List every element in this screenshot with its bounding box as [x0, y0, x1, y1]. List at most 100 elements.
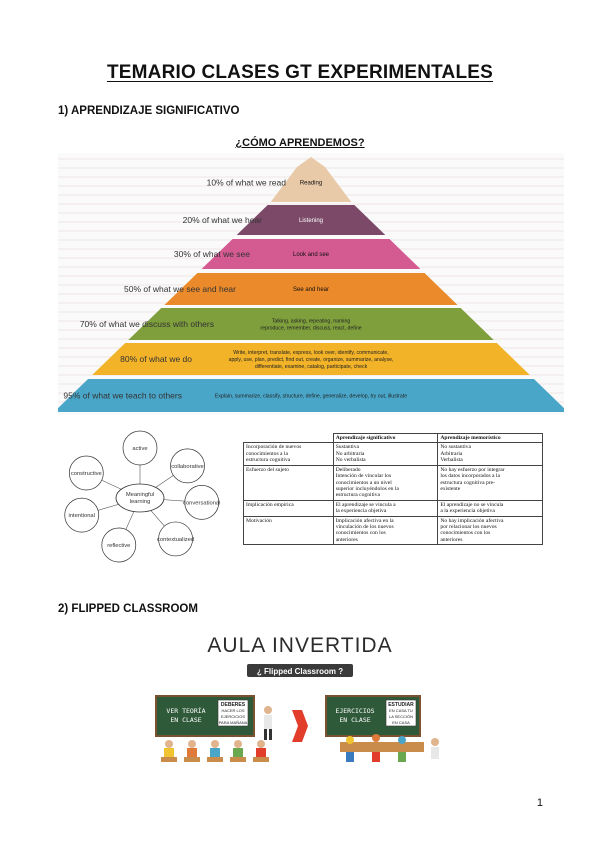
mindmap-center-line2: learning: [130, 499, 151, 505]
pyramid-band-label: Write, interpret, translate, express, lo…: [233, 350, 389, 356]
mindmap-node-label: collaborative: [171, 464, 204, 470]
table-cell-criterion: Motivación: [243, 515, 334, 546]
pyramid-band-1: [270, 157, 352, 202]
mindmap-node-label: reflective: [107, 543, 130, 549]
pyramid-band-label: Explain, summarize, classify, structure,…: [215, 394, 407, 400]
table-header-row: Aprendizaje significativo Aprendizaje me…: [243, 432, 543, 444]
pyramid-level-2: 20% of what we hear Listening: [183, 205, 386, 235]
pyramid-band-label: Listening: [299, 218, 323, 224]
section-heading-aprendizaje-significativo: 1) APRENDIZAJE SIGNIFICATIVO: [58, 105, 240, 117]
pyramid-band-2: [236, 205, 386, 235]
aula-invertida-graphic: AULA INVERTIDA ¿ Flipped Classroom ? VER…: [155, 634, 439, 762]
note-line: ESTUDIAR: [388, 702, 414, 708]
mindmap-center-line1: Meaningful: [126, 492, 154, 498]
pyramid-band-label: apply, use, plan, predict, find out, cre…: [229, 357, 394, 363]
note-line: HACER LOS: [221, 708, 244, 713]
subtitle-banner: [247, 664, 353, 677]
pyramid-title: ¿CÓMO APRENDEMOS?: [235, 137, 365, 149]
pyramid-percent-label: 30% of what we see: [174, 249, 250, 259]
blackboard-left-line2: EN CLASE: [170, 716, 201, 724]
mindmap-node-label: conversational: [183, 500, 220, 506]
pyramid-percent-label: 10% of what we read: [207, 178, 287, 188]
blackboard-right-line1: EJERCICIOS: [335, 707, 374, 715]
mindmap-node-contextualized: contextualized: [157, 521, 194, 557]
pyramid-band-label: Reading: [300, 181, 322, 187]
mindmap-node-label: contextualized: [157, 537, 194, 543]
mindmap-node-constructive: constructive: [68, 455, 104, 491]
pyramid-band-5: [128, 308, 494, 340]
note-line: PARA MAÑANA: [219, 720, 248, 725]
students-left: [161, 740, 269, 762]
mindmap-node-collaborative: collaborative: [170, 448, 205, 484]
pyramid-band-7: [58, 379, 564, 412]
students-right: [340, 734, 424, 762]
pyramid-percent-label: 70% of what we discuss with others: [80, 319, 214, 329]
pyramid-level-7: 95% of what we teach to others Explain, s…: [58, 379, 564, 412]
blackboard-left-line1: VER TEORÍA: [166, 706, 205, 715]
meaningful-learning-mindmap: active collaborative conversational context…: [64, 430, 220, 563]
note-line: DEBERES: [221, 702, 246, 708]
pyramid-band-label: Look and see: [293, 252, 330, 258]
note-line: EN CASA TU: [389, 708, 413, 713]
pyramid-band-label: Talking, asking, repeating, naming: [272, 318, 351, 324]
pyramid-level-3: 30% of what we see Look and see: [174, 239, 421, 269]
pyramid-level-6: 80% of what we do Write, interpret, trans…: [92, 343, 530, 375]
teacher-left: [264, 706, 272, 740]
blackboard-right-line2: EN CLASE: [339, 716, 370, 724]
pyramid-band-label: reproduce, remember, discuss, react, def…: [260, 326, 361, 332]
pyramid-percent-label: 80% of what we do: [120, 354, 192, 364]
pyramid-level-5: 70% of what we discuss with others Talkin…: [80, 308, 494, 340]
flip-arrow-icon: [292, 710, 308, 742]
note-line: EJERCICIOS: [221, 714, 245, 719]
mindmap-node-intentional: intentional: [64, 497, 100, 533]
table-cell-criterion: Implicación empírica: [243, 499, 334, 517]
mindmap-node-active: active: [122, 430, 158, 466]
mindmap-node-label: intentional: [69, 513, 95, 519]
teacher-right: [431, 738, 439, 759]
mindmap-node-reflective: reflective: [101, 527, 137, 563]
pyramid-percent-label: 50% of what we see and hear: [124, 284, 236, 294]
learning-pyramid: 10% of what we read Reading 20% of what we…: [58, 153, 564, 415]
pyramid-percent-label: 95% of what we teach to others: [63, 391, 182, 401]
aula-invertida-title: AULA INVERTIDA: [207, 634, 392, 657]
pyramid-band-label: differentiate, examine, catalog, partici…: [255, 364, 368, 370]
table-cell-criterion: Esfuerzo del sujeto: [243, 464, 334, 501]
flipped-classroom-subtitle: ¿ Flipped Classroom ?: [257, 667, 343, 676]
pyramid-level-1: 10% of what we read Reading: [207, 157, 352, 202]
learning-comparison-table: Aprendizaje significativo Aprendizaje me…: [243, 432, 543, 546]
mindmap-node-label: active: [132, 446, 147, 452]
pyramid-band-label: See and hear: [293, 287, 329, 293]
table-header-memoristico: Aprendizaje memorístico: [437, 432, 543, 444]
pyramid-band-4: [164, 273, 458, 305]
document-title: TEMARIO CLASES GT EXPERIMENTALES: [106, 62, 494, 83]
pyramid-band-3: [201, 239, 421, 269]
pyramid-percent-label: 20% of what we hear: [183, 215, 263, 225]
mindmap-node-label: constructive: [71, 471, 102, 477]
pyramid-level-4: 50% of what we see and hear See and hear: [124, 273, 458, 305]
section-heading-flipped-classroom: 2) FLIPPED CLASSROOM: [58, 603, 198, 615]
table-header-empty: [243, 433, 334, 444]
pyramid-band-6: [92, 343, 530, 375]
mindmap-node-conversational: conversational: [183, 485, 220, 520]
page-number: 1: [536, 797, 543, 809]
table-header-significativo: Aprendizaje significativo: [332, 432, 439, 444]
note-line: EN CASA: [392, 720, 410, 725]
note-line: LA SECCIÓN: [389, 714, 413, 719]
